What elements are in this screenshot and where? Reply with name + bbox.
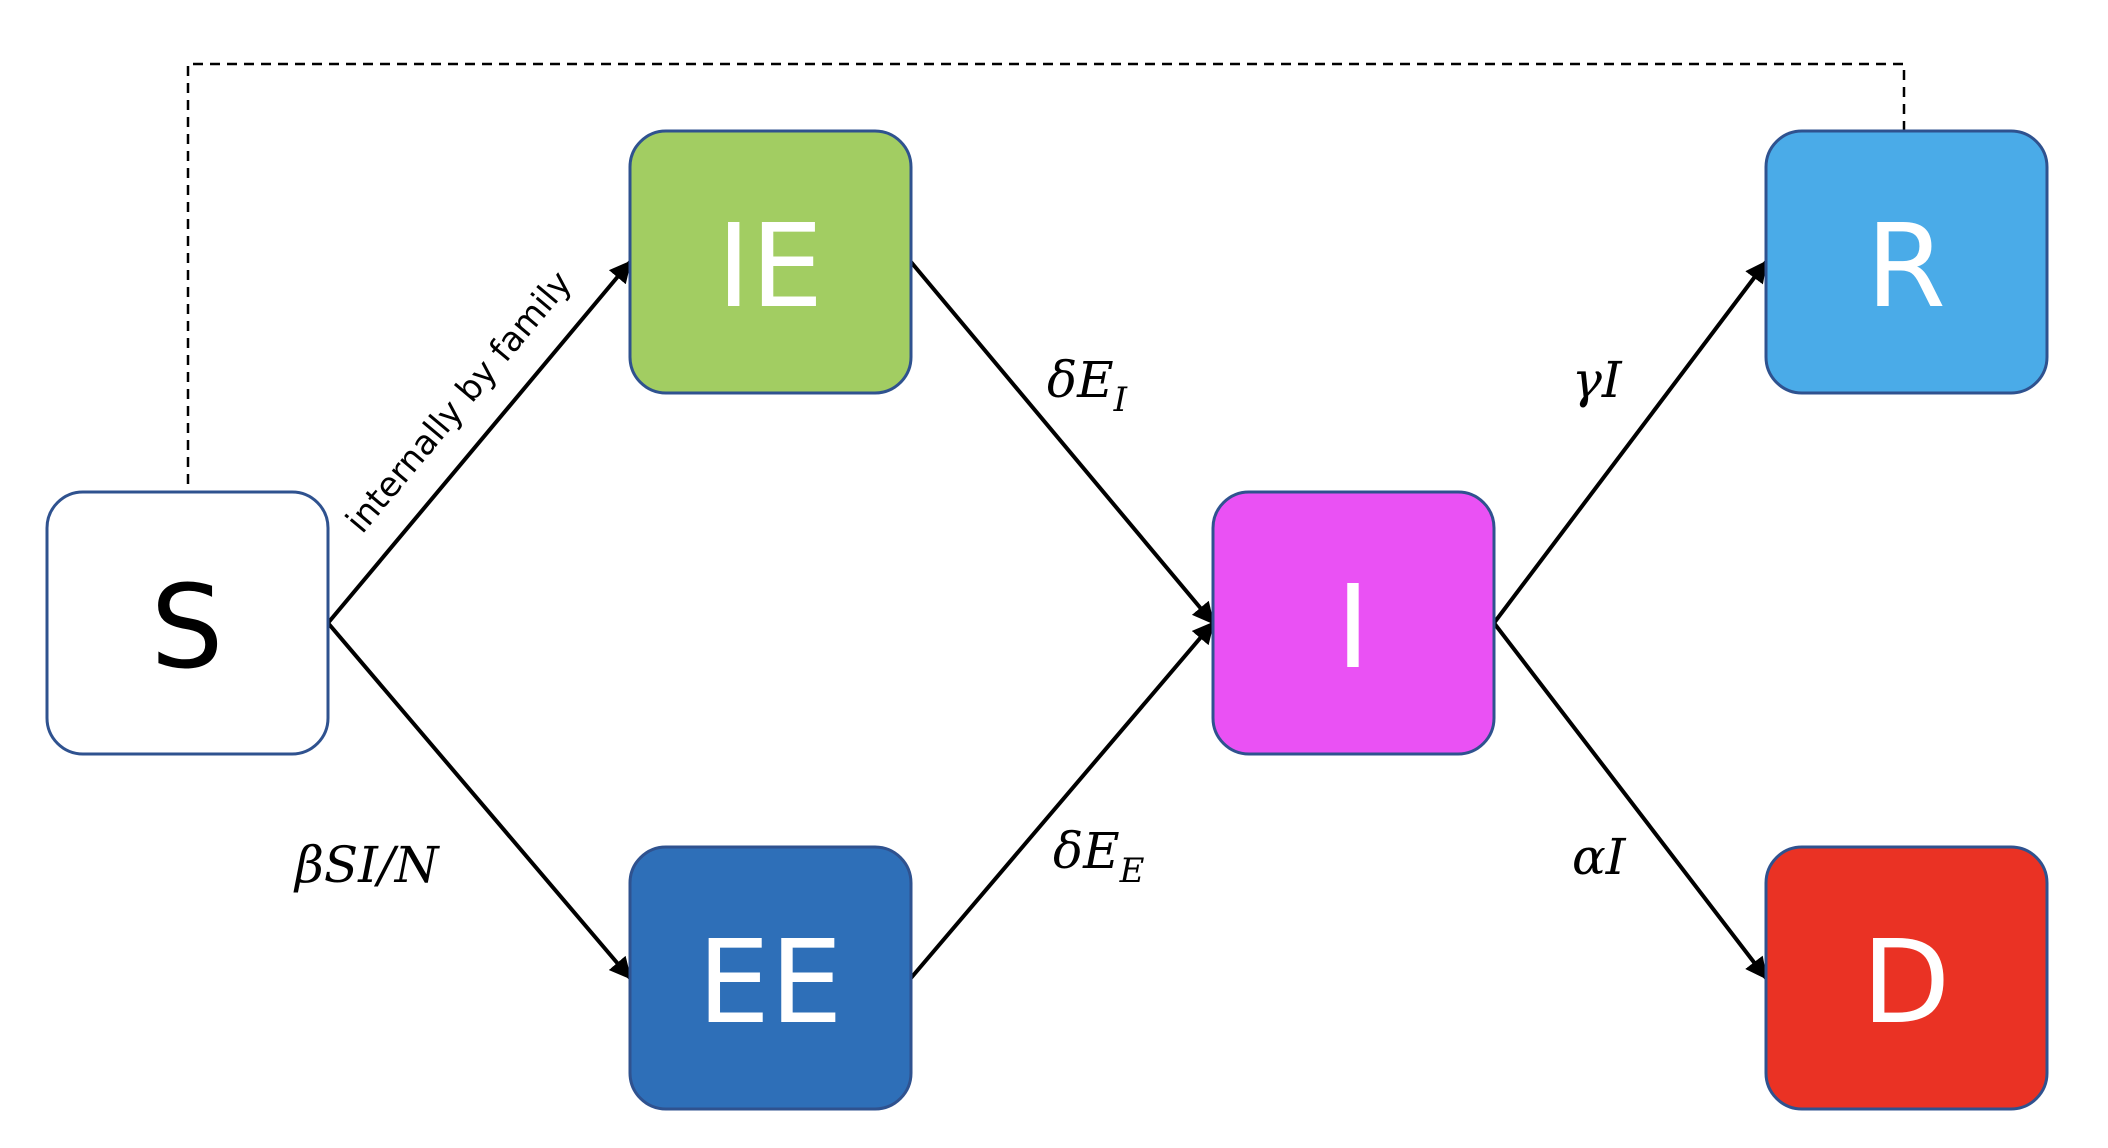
edge-label-delta-e-i-sub: I: [1113, 380, 1128, 420]
node-r-label: R: [1866, 200, 1946, 334]
node-i: I: [1211, 490, 1496, 756]
edge-label-delta-e-e-main: δE: [1053, 822, 1120, 880]
node-s-box: [45, 490, 330, 756]
node-ie-label: IE: [717, 200, 824, 334]
edge-label-delta-e-e-sub: E: [1119, 851, 1145, 891]
node-i-box: [1211, 490, 1496, 756]
edge-ie-to-i: [909, 260, 1215, 625]
edge-ee-to-i: [909, 621, 1215, 980]
edge-s-to-ie: [326, 260, 632, 625]
edge-label-alpha-i: αI: [1572, 828, 1627, 886]
node-ee: EE: [628, 845, 913, 1111]
node-r: R: [1764, 129, 2049, 395]
node-ie-box: [628, 129, 913, 395]
edge-label-delta-e-e: δEE: [1053, 822, 1145, 891]
edge-label-delta-e-i: δEI: [1047, 351, 1128, 420]
edge-label-beta-si-n: βSI/N: [293, 836, 441, 894]
node-s-label: S: [151, 561, 224, 695]
edge-label-internally-by-family: internally by family: [338, 264, 580, 541]
node-d-label: D: [1862, 916, 1951, 1050]
node-r-box: [1764, 129, 2049, 395]
node-ee-box: [628, 845, 913, 1111]
edge-s-to-ee: [326, 621, 632, 980]
node-d-box: [1764, 845, 2049, 1111]
node-ie: IE: [628, 129, 913, 395]
edge-i-to-d: [1492, 621, 1768, 980]
edge-label-delta-e-i-main: δE: [1047, 351, 1114, 409]
node-i-label: I: [1336, 561, 1370, 695]
edge-i-to-r: [1492, 260, 1768, 625]
edge-r-to-s-dashed: [186, 62, 1906, 492]
node-s: S: [45, 490, 330, 756]
node-ee-label: EE: [697, 916, 842, 1050]
node-d: D: [1764, 845, 2049, 1111]
edge-label-gamma-i: γI: [1572, 351, 1623, 409]
